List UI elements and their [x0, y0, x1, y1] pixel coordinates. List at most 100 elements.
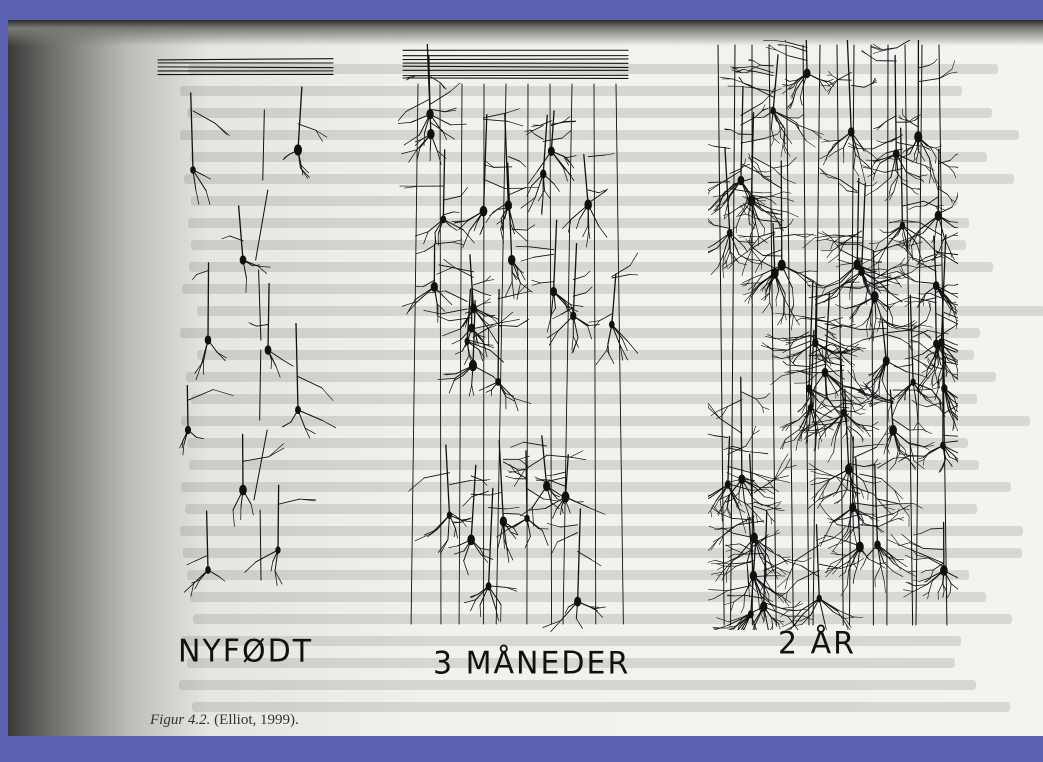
dendrite-stroke	[923, 293, 930, 294]
dendrite-stroke	[728, 400, 742, 407]
dendrite-stroke	[936, 205, 944, 206]
dendrite-stroke	[831, 383, 836, 391]
dendrite-stroke	[875, 566, 881, 578]
dendrite-stroke	[594, 84, 596, 624]
dendrite-stroke	[828, 452, 834, 462]
dendrite-stroke	[874, 459, 878, 464]
dendrite-stroke	[731, 67, 741, 68]
dendrite-stroke	[915, 282, 936, 284]
dendrite-stroke	[858, 154, 862, 171]
dendrite-stroke	[464, 561, 469, 575]
dendrite-stroke	[772, 487, 779, 491]
dendrite-stroke	[454, 529, 455, 537]
dendrite-stroke	[424, 310, 441, 314]
dendrite-stroke	[903, 365, 913, 367]
dendrite-stroke	[835, 148, 844, 152]
dendrite-stroke	[754, 538, 766, 561]
dendrite-stroke	[476, 337, 477, 345]
dendrite-stroke	[861, 409, 865, 410]
dendrite-stroke	[924, 446, 943, 457]
dendrite-stroke	[527, 489, 543, 499]
dendrite-stroke	[737, 216, 741, 227]
dendrite-stroke	[842, 264, 851, 265]
dendrite-stroke	[222, 236, 230, 239]
dendrite-stroke	[800, 87, 803, 98]
dendrite-stroke	[443, 196, 461, 200]
dendrite-stroke	[607, 350, 614, 363]
dendrite-stroke	[855, 325, 862, 328]
dendrite-stroke	[782, 597, 790, 603]
dendrite-stroke	[827, 251, 832, 258]
dendrite-stroke	[853, 503, 876, 506]
dendrite-stroke	[802, 274, 814, 280]
dendrite-stroke	[781, 607, 794, 608]
dendrite-stroke	[200, 570, 208, 580]
dendrite-stroke	[557, 533, 577, 542]
dendrite-stroke	[795, 365, 809, 366]
dendrite-stroke	[732, 516, 754, 527]
dendrite-stroke	[861, 51, 867, 54]
dendrite-stroke	[731, 602, 733, 610]
dendrite-stroke	[726, 549, 733, 551]
dendrite-stroke	[430, 134, 431, 151]
dendrite-stroke	[918, 65, 929, 68]
dendrite-stroke	[788, 212, 799, 217]
dendrite-stroke	[471, 476, 482, 480]
dendrite-stroke	[794, 234, 807, 235]
dendrite-stroke	[754, 506, 766, 510]
dendrite-stroke	[258, 266, 270, 267]
dendrite-stroke	[764, 497, 773, 499]
dendrite-stroke	[192, 274, 196, 279]
dendrite-stroke	[276, 366, 280, 377]
dendrite-stroke	[480, 225, 484, 235]
dendrite-stroke	[570, 457, 586, 460]
dendrite-stroke	[508, 121, 523, 126]
dendrite-stroke	[929, 62, 934, 65]
dendrite-stroke	[756, 398, 765, 399]
dendrite-stroke	[763, 407, 769, 409]
dendrite-stroke	[812, 131, 823, 135]
dendrite-stroke	[551, 542, 557, 555]
dendrite-stroke	[898, 519, 903, 521]
dendrite-stroke	[908, 257, 916, 259]
dendrite-stroke	[840, 250, 861, 261]
dendrite-stroke	[560, 525, 577, 527]
dendrite-stroke	[545, 477, 565, 482]
dendrite-stroke	[779, 569, 790, 573]
dendrite-stroke	[853, 487, 874, 494]
dendrite-stroke	[782, 265, 793, 288]
dendrite-stroke	[483, 179, 504, 188]
dendrite-stroke	[763, 303, 770, 313]
dendrite-stroke	[841, 527, 846, 533]
dendrite-stroke	[781, 145, 783, 157]
dendrite-stroke	[709, 526, 718, 529]
dendrite-stroke	[766, 570, 773, 576]
dendrite-stroke	[711, 267, 718, 274]
dendrite-stroke	[322, 420, 336, 428]
dendrite-stroke	[708, 540, 717, 551]
dendrite-stroke	[869, 243, 878, 244]
dendrite-stroke	[762, 343, 770, 349]
dendrite-stroke	[869, 332, 874, 340]
dendrite-stroke	[950, 72, 957, 73]
dendrite-stroke	[434, 242, 452, 244]
dendrite-stroke	[453, 212, 459, 213]
dendrite-stroke	[567, 156, 576, 158]
dendrite-stroke	[820, 85, 828, 86]
dendrite-stroke	[887, 45, 888, 625]
dendrite-stroke	[898, 518, 904, 519]
dendrite-stroke	[543, 174, 554, 184]
dendrite-stroke	[935, 157, 936, 163]
dendrite-stroke	[784, 294, 785, 311]
dendrite-stroke	[951, 294, 958, 299]
dendrite-stroke	[849, 354, 857, 356]
dendrite-stroke	[711, 510, 712, 517]
dendrite-stroke	[957, 420, 958, 425]
dendrite-stroke	[744, 594, 745, 607]
dendrite-stroke	[777, 315, 783, 325]
dendrite-stroke	[514, 398, 518, 411]
dendrite-stroke	[553, 510, 557, 519]
dendrite-stroke	[927, 310, 931, 320]
dendrite-stroke	[873, 319, 876, 333]
dendrite-stroke	[498, 382, 506, 394]
